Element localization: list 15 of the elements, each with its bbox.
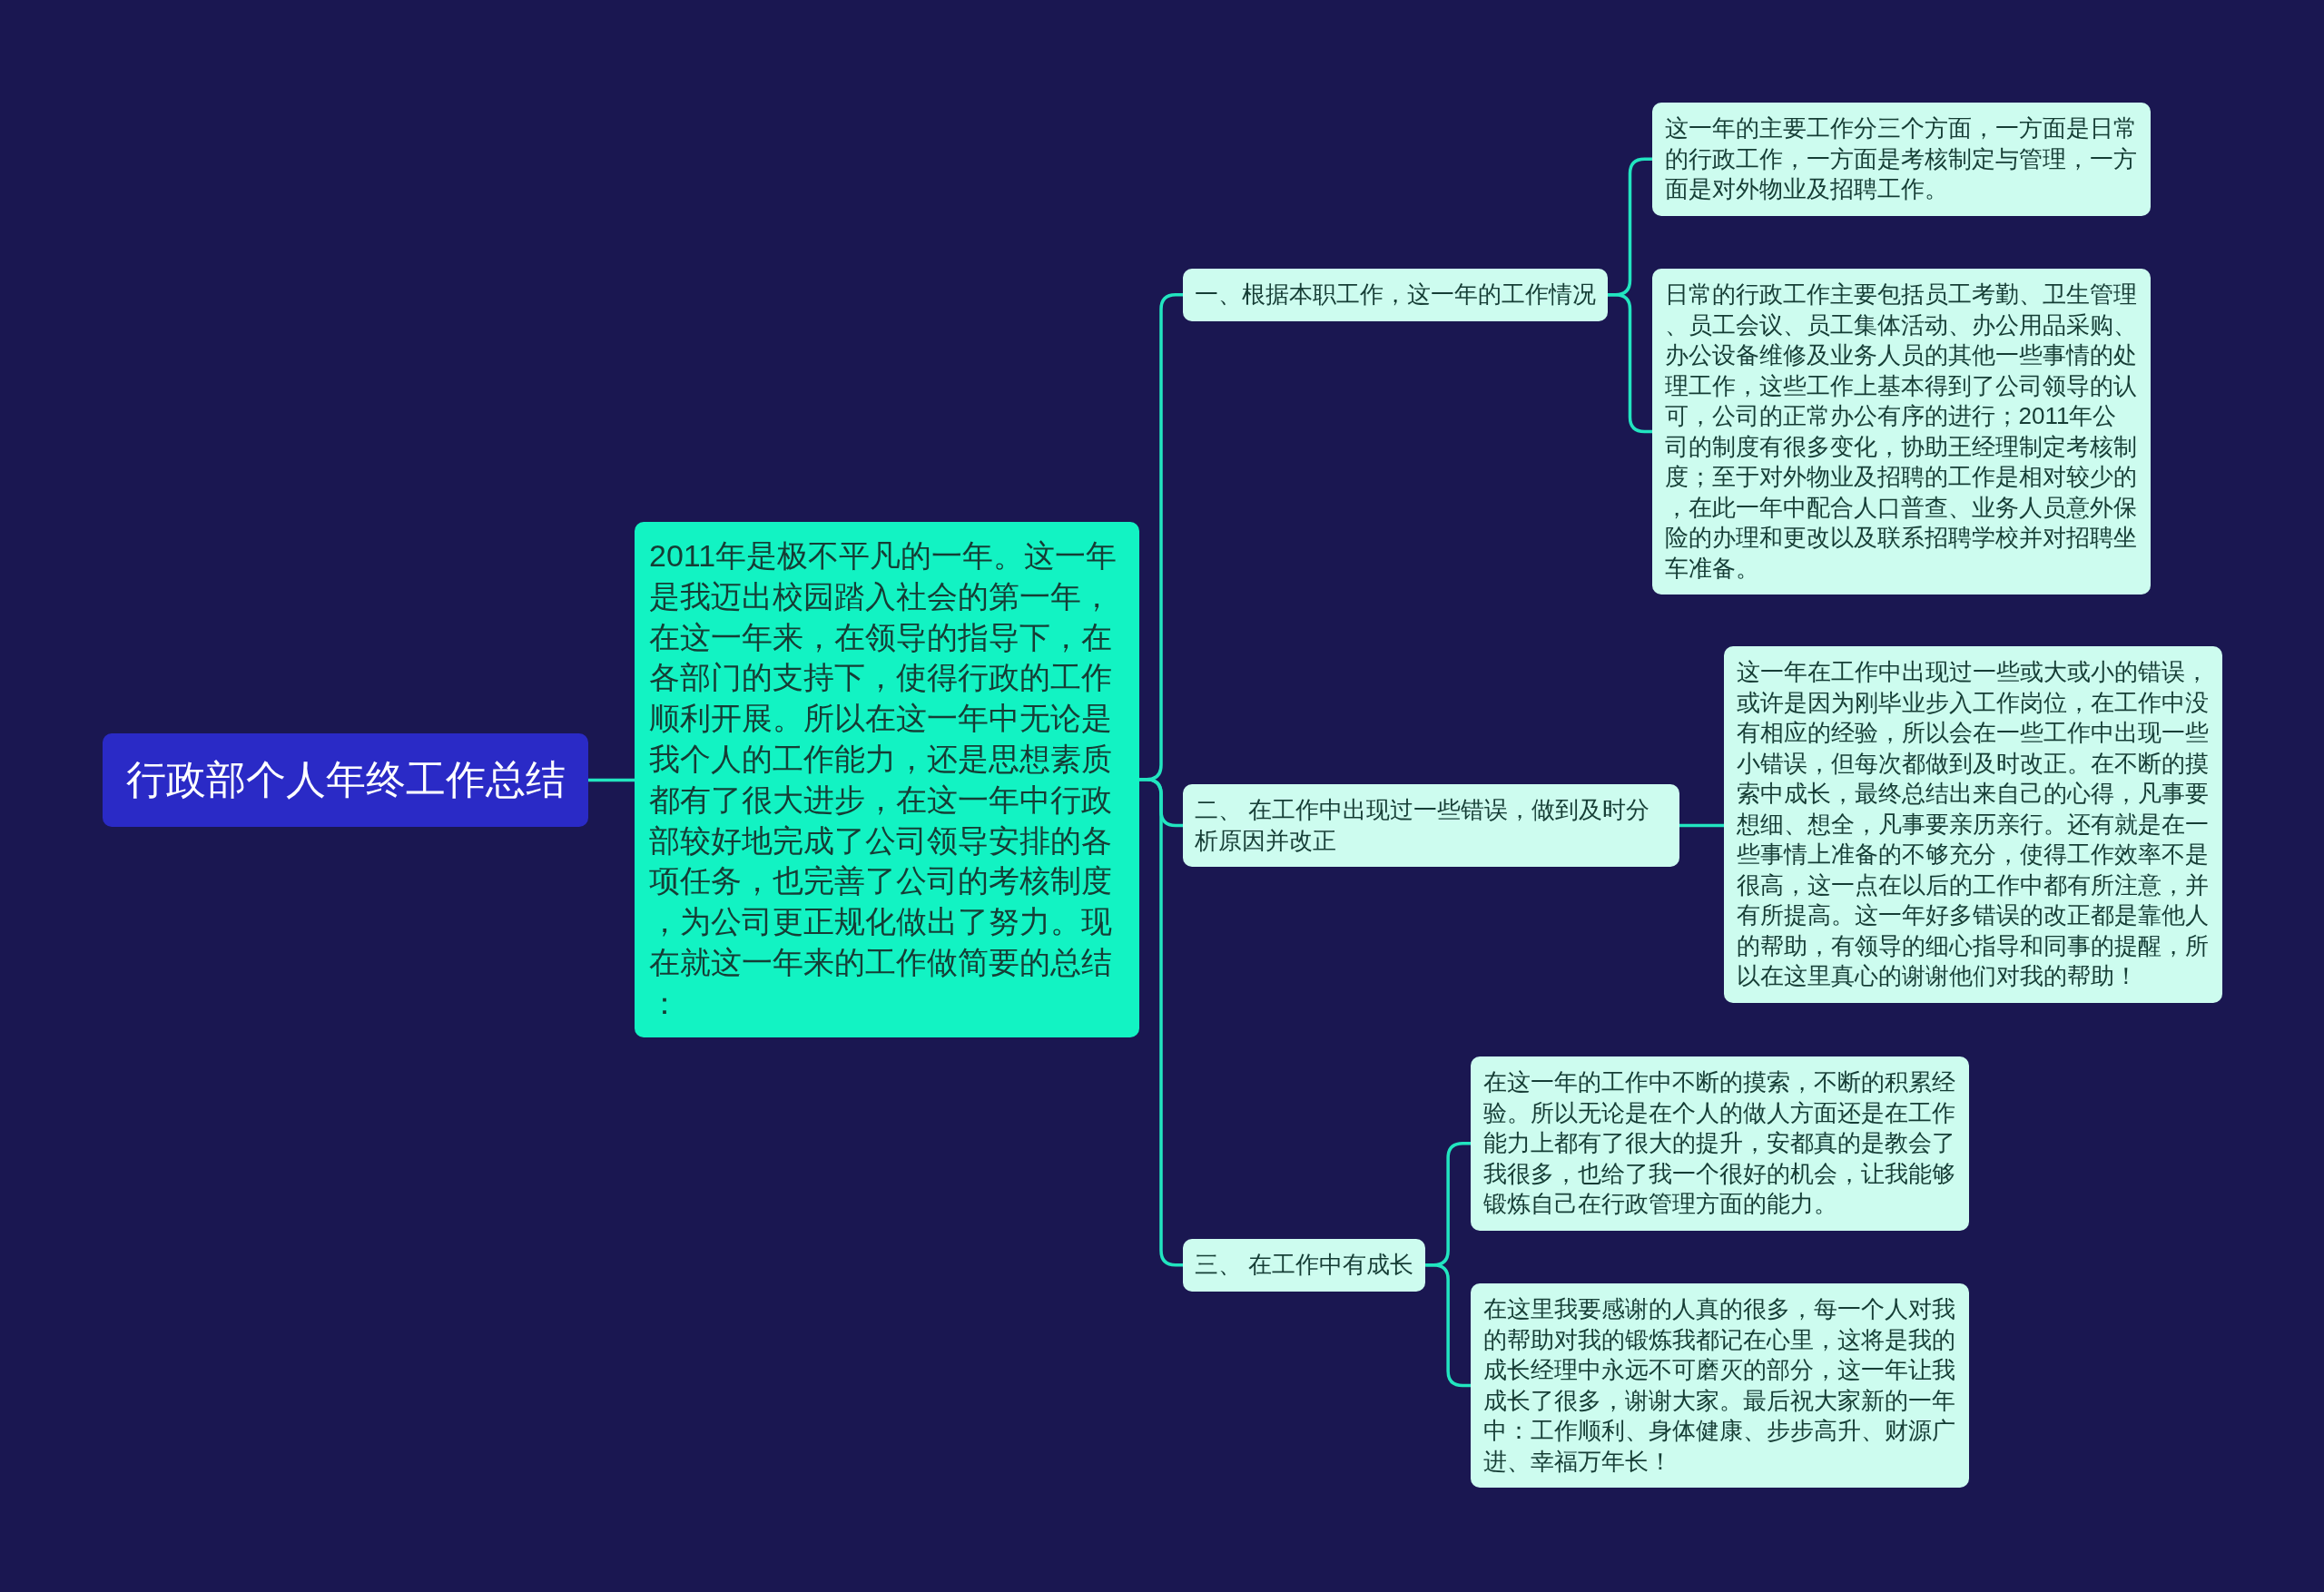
- connector-line: [1425, 1263, 1471, 1388]
- note-box: 这一年在工作中出现过一些或大或小的错误，或许是因为刚毕业步入工作岗位，在工作中没有相应的经验，所以会在一些工作中出现一些小错误，但每次都做到及时改正。在不断的摸索中成长，最终总结出来自己的心得，凡事要想细、想全，凡事要亲历亲行。还有就是在一些事情上准备的不够充分，使得工作效率不是很高，这一点在以后的工作中都有所注意，并有所提高。这一年好多错误的改正都是靠他人的帮助，有领导的细心指导和同事的提醒，所以在这里真心的谢谢他们对我的帮助！: [1724, 646, 2222, 1003]
- connector-line: [1608, 293, 1652, 434]
- branch-box: 三、 在工作中有成长: [1183, 1239, 1426, 1292]
- connector-line: [588, 778, 635, 782]
- note-box: 在这一年的工作中不断的摸索，不断的积累经验。所以无论是在个人的做人方面还是在工作能力上都有了很大的提升，安都真的是教会了我很多，也给了我一个很好的机会，让我能够锻炼自己在行政管理方面的能力。: [1471, 1056, 1969, 1231]
- summary-box: 2011年是极不平凡的一年。这一年是我迈出校园踏入社会的第一年，在这一年来，在领导的指导下，在各部门的支持下，使得行政的工作顺利开展。所以在这一年中无论是我个人的工作能力，还是思想素质都有了很大进步，在这一年中行政部较好地完成了公司领导安排的各项任务，也完善了公司的考核制度，为公司更正规化做出了努力。现在就这一年来的工作做简要的总结：: [635, 522, 1139, 1037]
- note-box: 这一年的主要工作分三个方面，一方面是日常的行政工作，一方面是考核制定与管理，一方面是对外物业及招聘工作。: [1652, 103, 2151, 216]
- connector-line: [1139, 778, 1183, 1267]
- topic-box: 行政部个人年终工作总结: [103, 733, 588, 827]
- connector-line: [1679, 823, 1724, 828]
- branch-box: 一、根据本职工作，这一年的工作情况: [1183, 269, 1608, 321]
- note-box: 在这里我要感谢的人真的很多，每一个人对我的帮助对我的锻炼我都记在心里，这将是我的成长经理中永远不可磨灭的部分，这一年让我成长了很多，谢谢大家。最后祝大家新的一年中：工作顺利、身体健康、步步高升、财源广进、幸福万年长！: [1471, 1283, 1969, 1488]
- branch-box: 二、 在工作中出现过一些错误，做到及时分析原因并改正: [1183, 784, 1679, 867]
- note-box: 日常的行政工作主要包括员工考勤、卫生管理、员工会议、员工集体活动、办公用品采购、办公设备维修及业务人员的其他一些事情的处理工作，这些工作上基本得到了公司领导的认可，公司的正常办公有序的进行；2011年公司的制度有很多变化，协助王经理制定考核制度；至于对外物业及招聘的工作是相对较少的，在此一年中配合人口普查、业务人员意外保险的办理和更改以及联系招聘学校并对招聘坐车准备。: [1652, 269, 2151, 595]
